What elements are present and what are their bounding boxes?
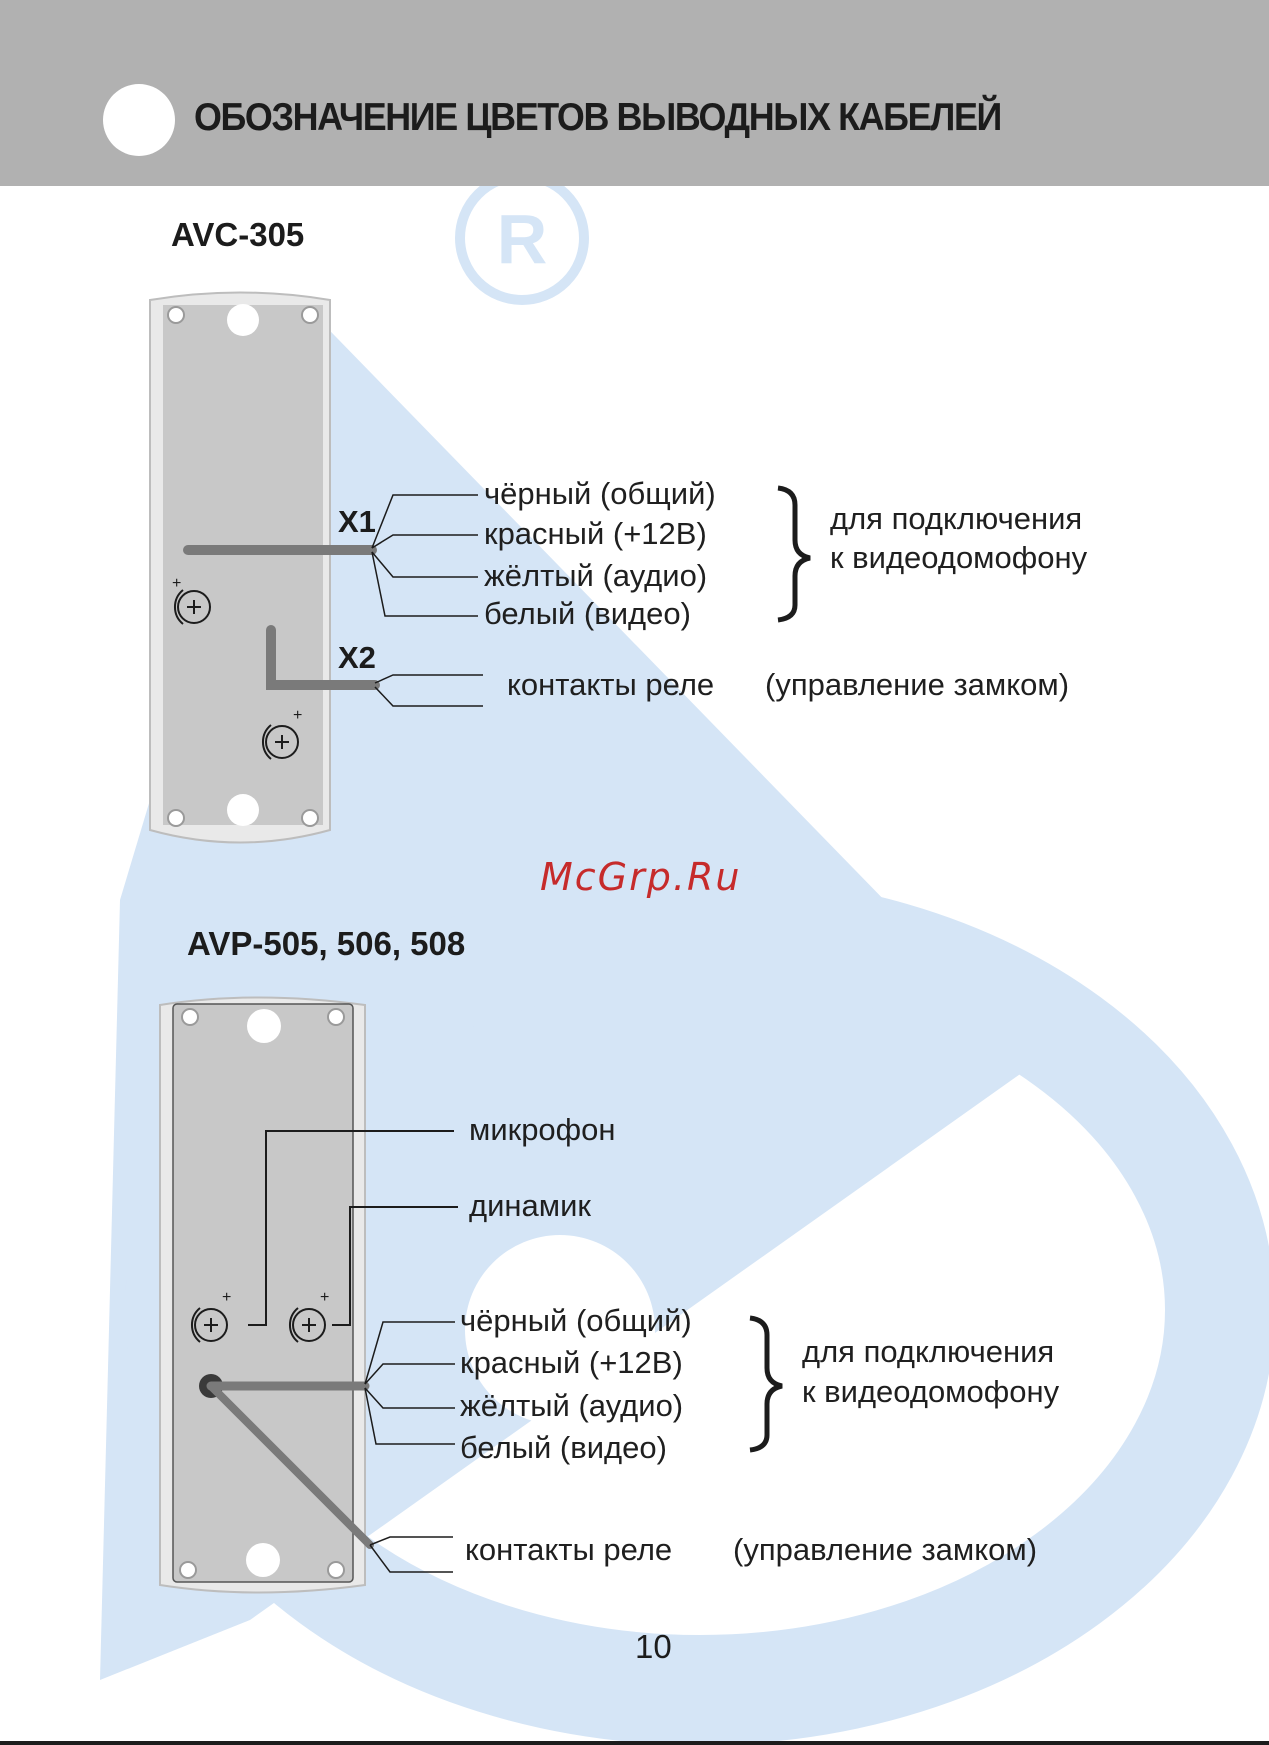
avp505-wire-white: белый (видео) bbox=[460, 1430, 667, 1465]
avp505-mount-hole-top bbox=[247, 1009, 281, 1043]
avc305-mount-hole-bottom bbox=[227, 794, 259, 826]
avp505-speaker-label: динамик bbox=[469, 1188, 591, 1223]
avc305-brace-line1: для подключения bbox=[830, 501, 1083, 536]
registered-mark-letter: R bbox=[497, 200, 548, 278]
page-header: ОБОЗНАЧЕНИЕ ЦВЕТОВ ВЫВОДНЫХ КАБЕЛЕЙ bbox=[0, 0, 1269, 186]
avc305-port-x2: X2 bbox=[338, 640, 376, 675]
avp505-speaker-leader bbox=[332, 1206, 458, 1326]
avp505-brace-line1: для подключения bbox=[802, 1334, 1055, 1369]
page-title: ОБОЗНАЧЕНИЕ ЦВЕТОВ ВЫВОДНЫХ КАБЕЛЕЙ bbox=[194, 96, 1002, 139]
avp505-wire-yellow: жёлтый (аудио) bbox=[460, 1388, 684, 1423]
avp505-brace bbox=[749, 1315, 783, 1453]
avp505-wire-black: чёрный (общий) bbox=[460, 1303, 692, 1338]
avc305-brace bbox=[777, 485, 811, 623]
avp505-relay-label: контакты реле bbox=[465, 1532, 673, 1567]
page-number: 10 bbox=[635, 1628, 672, 1665]
avp505-relay-wires bbox=[369, 1536, 453, 1573]
avc305-mount-hole-top bbox=[227, 304, 259, 336]
avp505-wire-red: красный (+12В) bbox=[460, 1345, 683, 1380]
model-title-avp505: AVP-505, 506, 508 bbox=[187, 925, 466, 962]
header-circle-icon bbox=[103, 84, 175, 156]
avc305-panel-face bbox=[163, 305, 323, 825]
logo-pupil bbox=[465, 1235, 655, 1425]
avc305-cable-x2 bbox=[266, 625, 380, 690]
avc305-brace-line2: к видеодомофону bbox=[830, 540, 1088, 575]
svg-text:+: + bbox=[320, 1289, 329, 1306]
avp505-brace-line2: к видеодомофону bbox=[802, 1374, 1060, 1409]
avp505-wires bbox=[364, 1321, 455, 1445]
avc305-wire-white: белый (видео) bbox=[484, 596, 691, 631]
svg-text:+: + bbox=[293, 707, 302, 724]
avc305-relay-label: контакты реле bbox=[507, 667, 715, 702]
avp505-microphone-leader bbox=[248, 1130, 454, 1326]
bottom-rule bbox=[0, 1741, 1269, 1745]
watermark: McGrp.Ru bbox=[540, 855, 742, 899]
avc305-x2-wires bbox=[374, 674, 483, 707]
avp505-screws bbox=[179, 1008, 345, 1579]
avp505-mount-hole-bottom bbox=[246, 1543, 280, 1577]
svg-text:+: + bbox=[222, 1289, 231, 1306]
avp505-microphone-knob: + bbox=[190, 1289, 231, 1343]
avc305-port-x1: X1 bbox=[338, 504, 376, 539]
avp505-relay-note: (управление замком) bbox=[733, 1532, 1038, 1567]
model-title-avc305: AVC-305 bbox=[171, 216, 305, 253]
avc305-wire-black: чёрный (общий) bbox=[484, 476, 716, 511]
avp505-cable-relay bbox=[207, 1382, 374, 1549]
avc305-x1-wires bbox=[371, 494, 478, 617]
avp505-speaker-knob: + bbox=[288, 1289, 329, 1343]
avp505-microphone-label: микрофон bbox=[469, 1112, 616, 1147]
avc305-relay-note: (управление замком) bbox=[765, 667, 1070, 702]
svg-text:+: + bbox=[172, 575, 181, 592]
avp505-panel-face bbox=[172, 1003, 354, 1583]
avc305-wire-red: красный (+12В) bbox=[484, 516, 707, 551]
avc305-adjust-knob-lower: + bbox=[261, 707, 302, 760]
avc305-wire-yellow: жёлтый (аудио) bbox=[484, 558, 708, 593]
avc305-screws bbox=[167, 306, 319, 827]
avc305-adjust-knob-upper: + bbox=[172, 575, 211, 625]
